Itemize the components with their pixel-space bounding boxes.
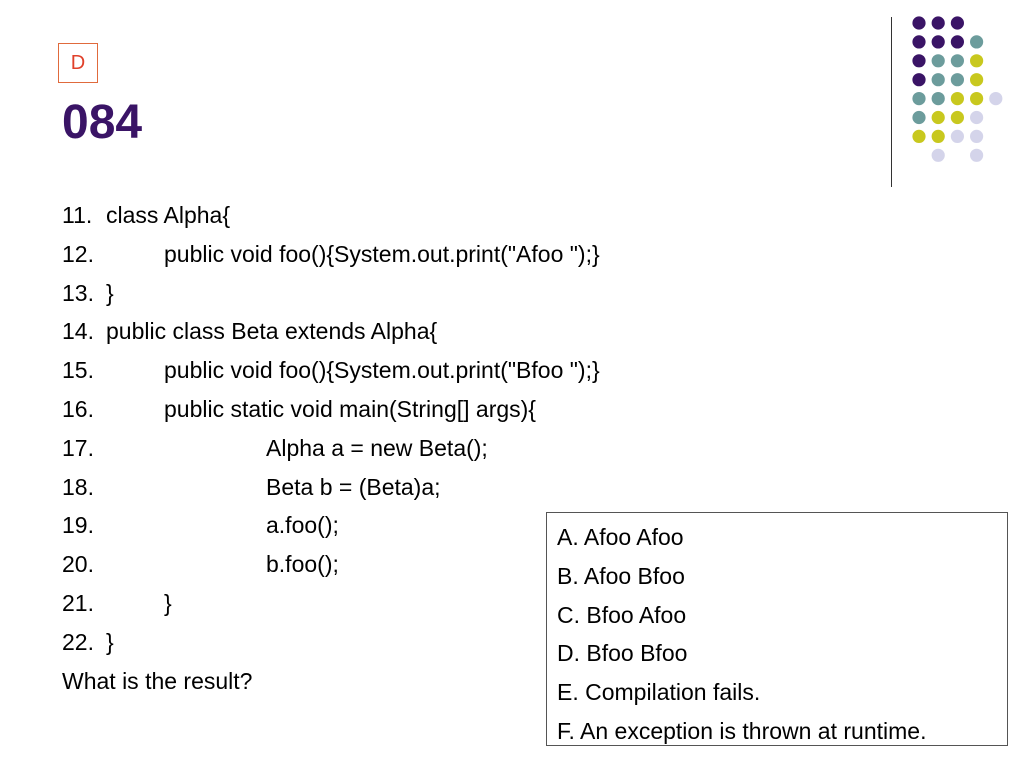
decorative-dot	[970, 35, 984, 49]
decorative-dot	[970, 73, 984, 87]
decorative-dot	[912, 73, 926, 87]
line-number: 20.	[62, 551, 94, 578]
decorative-dot	[950, 16, 965, 30]
code-line: 18. Beta b = (Beta)a;	[62, 468, 582, 507]
decorative-dot	[989, 92, 1003, 106]
decorative-dot	[912, 129, 926, 143]
code-text: b.foo();	[266, 551, 339, 578]
code-text: a.foo();	[266, 512, 339, 539]
line-number: 22.	[62, 628, 94, 655]
decorative-dot	[950, 92, 965, 106]
code-text: }	[106, 279, 114, 306]
code-line: 13.}	[62, 274, 582, 313]
code-line: 22.}	[62, 623, 582, 662]
code-text: Beta b = (Beta)a;	[266, 473, 441, 500]
code-line: 15. public void foo(){System.out.print("B…	[62, 351, 600, 390]
decorative-dot	[912, 35, 926, 49]
decorative-dot	[970, 92, 984, 106]
line-number: 11.	[62, 202, 93, 228]
answer-badge: D	[58, 43, 98, 83]
decorative-dot	[970, 129, 984, 143]
decorative-dot	[931, 129, 945, 143]
decorative-dot-grid	[912, 16, 1003, 162]
answer-option: B. Afoo Bfoo	[557, 562, 685, 589]
decorative-dot	[931, 92, 945, 106]
decorative-dot	[912, 54, 926, 68]
line-number: 12.	[62, 240, 94, 267]
code-line: 21.}	[62, 584, 582, 623]
code-text: public void foo(){System.out.print("Bfoo…	[164, 357, 600, 384]
decorative-dot	[950, 35, 965, 49]
line-number: 16.	[62, 395, 94, 422]
decorative-dot	[931, 148, 945, 162]
code-line: 20. b.foo();	[62, 545, 582, 584]
line-number: 19.	[62, 512, 94, 539]
decorative-dot	[912, 92, 926, 106]
code-text: public void foo(){System.out.print("Afoo…	[164, 240, 600, 267]
decorative-dot	[931, 54, 945, 68]
code-text: class Alpha{	[106, 202, 231, 228]
question-text: What is the result?	[62, 667, 253, 694]
decorative-dot	[970, 54, 984, 68]
code-text: }	[106, 628, 114, 655]
decorative-dot	[912, 110, 926, 125]
code-line: 16. public static void main(String[] args…	[62, 390, 582, 429]
code-listing: 11. class Alpha{ 12. public void foo(){Syst…	[62, 196, 600, 700]
answer-option: F. An exception is thrown at runtime.	[557, 717, 927, 744]
code-line: 12. public void foo(){System.out.print("A…	[62, 235, 600, 274]
divider-line	[891, 17, 892, 187]
decorative-dot	[950, 110, 965, 125]
line-number: 14.	[62, 318, 94, 345]
line-number: 15.	[62, 357, 94, 384]
decorative-dot	[950, 54, 965, 68]
code-text: Alpha a = new Beta();	[266, 434, 488, 461]
decorative-dot	[931, 16, 945, 30]
answer-option: A. Afoo Afoo	[557, 524, 684, 550]
answer-option: D. Bfoo Bfoo	[557, 640, 688, 667]
answer-options-box: A. Afoo Afoo B. Afoo Bfoo C. Bfoo Afoo D. B…	[546, 512, 1008, 746]
code-text: public static void main(String[] args){	[164, 395, 536, 422]
code-line: 14. public class Beta extends Alpha{	[62, 312, 582, 351]
decorative-dot	[912, 16, 926, 30]
answer-option: E. Compilation fails.	[557, 679, 761, 706]
code-line: 17. Alpha a = new Beta();	[62, 429, 582, 468]
decorative-dot	[950, 129, 965, 143]
line-number: 13.	[62, 279, 94, 306]
decorative-dot	[950, 73, 965, 87]
code-text: }	[164, 589, 172, 616]
decorative-dot	[931, 110, 945, 125]
code-text: public class Beta extends Alpha{	[106, 318, 438, 345]
line-number: 17.	[62, 434, 94, 461]
decorative-dot	[931, 73, 945, 87]
answer-option: C. Bfoo Afoo	[557, 601, 687, 628]
question-number: 084	[62, 96, 143, 149]
decorative-dot	[970, 110, 984, 125]
line-number: 18.	[62, 473, 94, 500]
decorative-dot	[970, 148, 984, 162]
line-number: 21.	[62, 589, 94, 616]
code-line: 11. class Alpha{	[62, 196, 582, 235]
code-line: 19. a.foo();	[62, 506, 582, 545]
decorative-dot	[931, 35, 945, 49]
